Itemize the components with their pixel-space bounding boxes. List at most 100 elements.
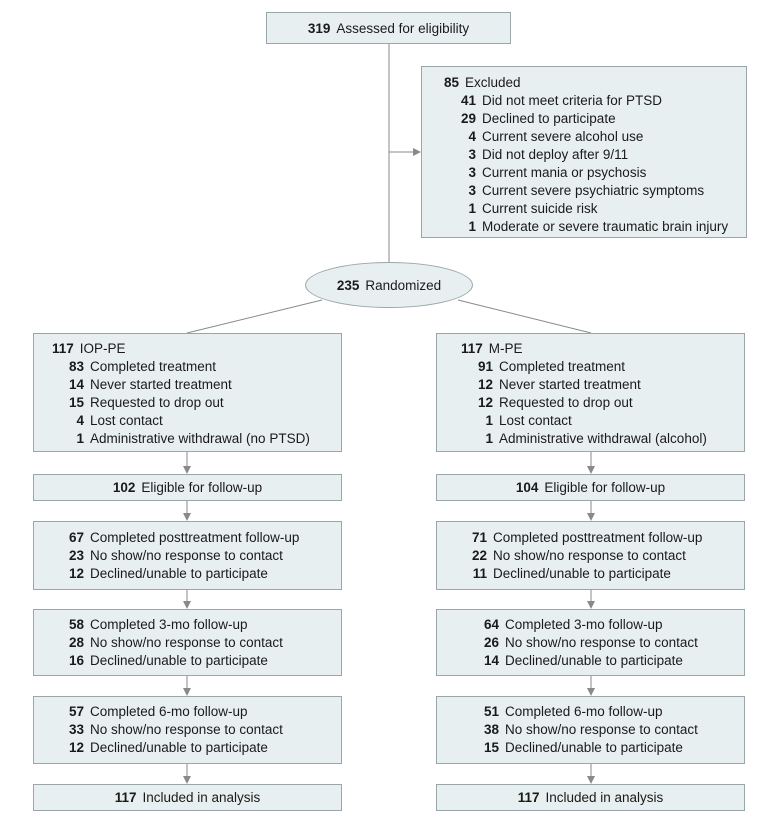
excluded-item: 4 Current severe alcohol use <box>444 127 746 145</box>
followup-count: 64 <box>483 616 499 632</box>
arm-label: M-PE <box>488 340 523 356</box>
arm-heading: 117 IOP-PE <box>52 339 341 357</box>
followup-label: Completed 3-mo follow-up <box>90 616 248 632</box>
excluded-item: 29 Declined to participate <box>444 109 746 127</box>
excluded-item-label: Declined to participate <box>482 110 616 126</box>
arm-item-count: 91 <box>477 358 493 374</box>
arm-item-count: 15 <box>68 394 84 410</box>
analysis-label: Included in analysis <box>545 790 664 805</box>
arm-item-label: Requested to drop out <box>90 394 224 410</box>
excluded-item-count: 3 <box>468 164 476 180</box>
excluded-item: 3 Current severe psychiatric symptoms <box>444 181 746 199</box>
followup-count: 12 <box>68 565 84 581</box>
excluded-item: 41 Did not meet criteria for PTSD <box>444 91 746 109</box>
excluded-item-label: Current severe psychiatric symptoms <box>482 182 705 198</box>
eligible-count: 104 <box>515 480 539 495</box>
arm-item: 91 Completed treatment <box>461 357 744 375</box>
excluded-item-label: Did not deploy after 9/11 <box>482 146 629 162</box>
followup-label: No show/no response to contact <box>90 634 283 650</box>
eligible-box-m-pe: 104 Eligible for follow-up <box>436 474 745 501</box>
excluded-item-count: 41 <box>460 92 476 108</box>
arm-item-count: 1 <box>76 430 84 446</box>
arm-item-count: 14 <box>68 376 84 392</box>
arm-item-count: 1 <box>485 430 493 446</box>
followup-label: No show/no response to contact <box>90 721 283 737</box>
excluded-item-label: Current severe alcohol use <box>482 128 644 144</box>
three-month-box-m-pe: 64 Completed 3-mo follow-up 26 No show/no … <box>436 609 745 676</box>
followup-item: 12 Declined/unable to participate <box>44 564 341 582</box>
followup-item: 64 Completed 3-mo follow-up <box>459 615 744 633</box>
arm-label: IOP-PE <box>79 340 126 356</box>
arm-item: 12 Requested to drop out <box>461 393 744 411</box>
followup-count: 16 <box>68 652 84 668</box>
excluded-item-label: Moderate or severe traumatic brain injur… <box>482 218 729 234</box>
followup-label: No show/no response to contact <box>505 634 698 650</box>
followup-count: 11 <box>472 565 487 581</box>
followup-label: Declined/unable to participate <box>505 739 683 755</box>
excluded-heading: 85 Excluded <box>444 73 746 91</box>
followup-label: Declined/unable to participate <box>90 652 268 668</box>
arm-item-label: Administrative withdrawal (no PTSD) <box>90 430 310 446</box>
assessed-box: 319 Assessed for eligibility <box>266 12 511 44</box>
followup-count: 26 <box>483 634 499 650</box>
excluded-item-label: Did not meet criteria for PTSD <box>482 92 663 108</box>
arm-count: 117 <box>52 340 74 356</box>
excluded-item-count: 29 <box>460 110 476 126</box>
eligible-label: Eligible for follow-up <box>141 480 263 495</box>
followup-count: 12 <box>68 739 84 755</box>
excluded-label: Excluded <box>465 74 521 90</box>
arm-item-label: Administrative withdrawal (alcohol) <box>499 430 707 446</box>
arm-item-label: Completed treatment <box>499 358 626 374</box>
followup-label: Declined/unable to participate <box>505 652 683 668</box>
arm-item-label: Requested to drop out <box>499 394 633 410</box>
followup-label: Completed posttreatment follow-up <box>90 529 300 545</box>
analysis-label: Included in analysis <box>142 790 261 805</box>
eligible-label: Eligible for follow-up <box>544 480 666 495</box>
followup-item: 67 Completed posttreatment follow-up <box>44 528 341 546</box>
excluded-item-count: 3 <box>468 182 476 198</box>
followup-label: Declined/unable to participate <box>90 565 268 581</box>
analysis-count: 117 <box>114 790 137 805</box>
followup-item: 26 No show/no response to contact <box>459 633 744 651</box>
arm-item: 1 Administrative withdrawal (no PTSD) <box>52 429 341 447</box>
excluded-item: 1 Current suicide risk <box>444 199 746 217</box>
followup-label: Completed posttreatment follow-up <box>493 529 703 545</box>
arm-item-label: Completed treatment <box>90 358 217 374</box>
followup-count: 14 <box>483 652 499 668</box>
followup-count: 38 <box>483 721 499 737</box>
followup-count: 58 <box>68 616 84 632</box>
excluded-item-label: Current suicide risk <box>482 200 598 216</box>
arm-item: 15 Requested to drop out <box>52 393 341 411</box>
followup-count: 67 <box>68 529 84 545</box>
arm-heading: 117 M-PE <box>461 339 744 357</box>
excluded-item-count: 4 <box>468 128 476 144</box>
arm-item: 14 Never started treatment <box>52 375 341 393</box>
arm-item-label: Never started treatment <box>90 376 232 392</box>
randomized-label: Randomized <box>365 277 442 293</box>
followup-label: Completed 3-mo follow-up <box>505 616 663 632</box>
line-randomized-to-right-arm <box>457 299 592 334</box>
excluded-item-count: 1 <box>468 200 476 216</box>
arm-item-count: 12 <box>477 394 493 410</box>
excluded-item-count: 3 <box>468 146 476 162</box>
